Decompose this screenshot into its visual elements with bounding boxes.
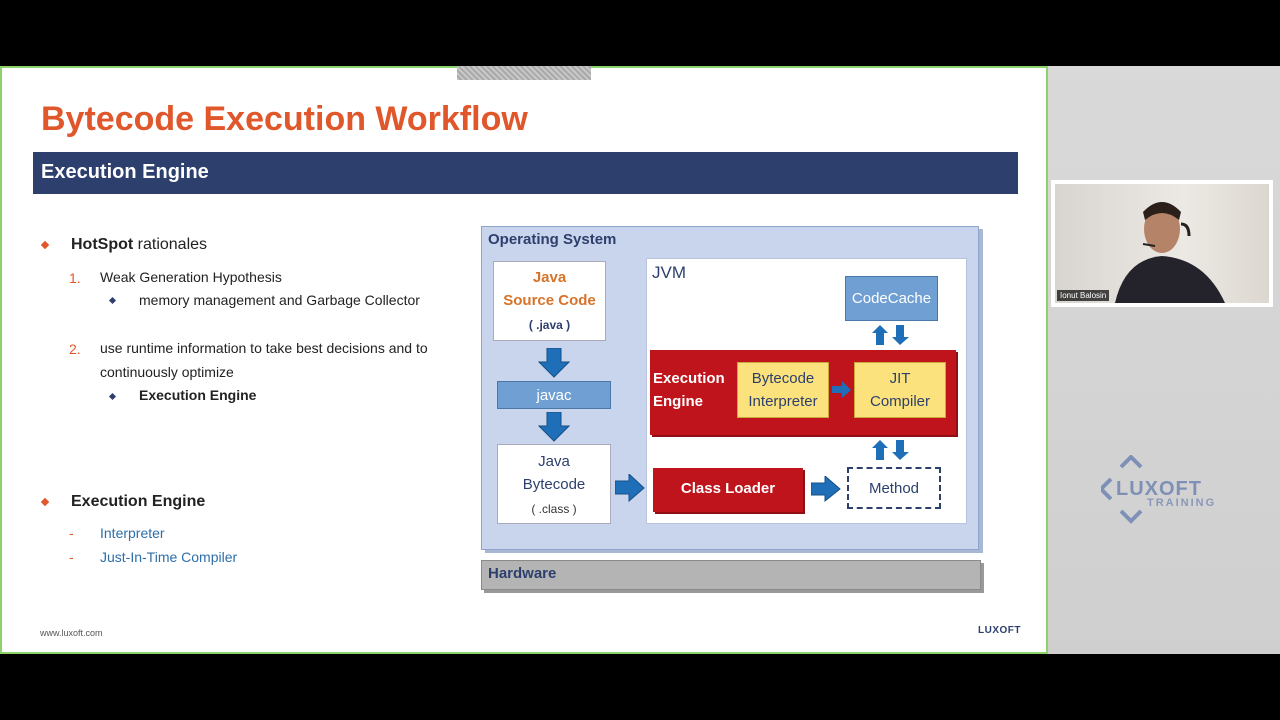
arrow-down-icon [538, 412, 570, 442]
bytecode-interpreter-box: Bytecode Interpreter [737, 362, 829, 418]
webcam-video: Ionut Balosin [1055, 184, 1269, 303]
hardware-label: Hardware [488, 565, 557, 582]
jit-line1: JIT [889, 370, 911, 387]
codecache-label: CodeCache [851, 290, 932, 307]
bottom-letterbox [0, 654, 1280, 720]
sub-item-memory: memory management and Garbage Collector [139, 292, 420, 308]
top-letterbox [0, 0, 1280, 66]
java-source-ext: ( .java ) [528, 318, 571, 332]
method-label: Method [868, 480, 920, 497]
section-header-label: Execution Engine [41, 161, 209, 183]
side-panel [1048, 66, 1280, 654]
arrow-down-icon [538, 348, 570, 378]
item-jit-compiler: Just-In-Time Compiler [100, 549, 238, 565]
bidirectional-arrow-icon [872, 440, 909, 460]
bullet-hotspot-rest: rationales [137, 236, 208, 253]
execution-engine-line1: Execution [653, 370, 725, 387]
execution-engine-line2: Engine [653, 393, 704, 410]
list-number: 2. [69, 341, 81, 357]
watermark-sub: TRAINING [1147, 497, 1217, 509]
slide-title: Bytecode Execution Workflow [41, 100, 528, 138]
dash-marker: - [69, 525, 74, 541]
method-box: Method [847, 467, 941, 509]
webcam-tile[interactable]: Ionut Balosin [1051, 180, 1273, 307]
hardware-box [481, 560, 981, 590]
screen-share-grip-handle[interactable] [457, 66, 591, 80]
codecache-box: CodeCache [845, 276, 938, 321]
section-header: Execution Engine [33, 152, 1018, 194]
presenter-silhouette-icon [1115, 202, 1225, 303]
watermark-brand: LUXOFT [1116, 478, 1202, 500]
class-loader-box: Class Loader [653, 468, 803, 512]
java-bytecode-line1: Java [538, 453, 570, 470]
javac-label: javac [536, 387, 572, 404]
operating-system-label: Operating System [488, 231, 617, 248]
arrow-right-icon [615, 474, 645, 502]
list-item-weak-generation: Weak Generation Hypothesis [100, 269, 282, 285]
footer-url: www.luxoft.com [40, 628, 103, 638]
sub-item-execution-engine: Execution Engine [139, 387, 257, 403]
list-item-runtime-line1: use runtime information to take best dec… [100, 340, 428, 356]
java-source-line1: Java [532, 269, 567, 286]
item-interpreter: Interpreter [100, 525, 165, 541]
bullet-hotspot: HotSpot rationales [71, 236, 207, 254]
interpreter-line2: Interpreter [748, 393, 818, 410]
list-number: 1. [69, 270, 81, 286]
jit-line2: Compiler [869, 393, 930, 410]
bidirectional-arrow-icon [872, 325, 909, 345]
footer-logo: LUXOFT [978, 625, 1021, 636]
jvm-label: JVM [652, 263, 686, 282]
java-bytecode-box: Java Bytecode ( .class ) [497, 444, 611, 524]
java-bytecode-line2: Bytecode [522, 476, 586, 493]
java-bytecode-ext: ( .class ) [531, 502, 577, 516]
javac-box: javac [497, 381, 611, 409]
arrow-right-icon [811, 476, 841, 502]
arrow-right-icon [832, 381, 851, 398]
interpreter-line1: Bytecode [751, 370, 815, 387]
jit-compiler-box: JIT Compiler [854, 362, 946, 418]
webcam-name-label: Ionut Balosin [1057, 290, 1110, 301]
list-item-runtime-line2: continuously optimize [100, 364, 234, 380]
luxoft-watermark-icon [1101, 455, 1143, 524]
bullet-execution-engine: Execution Engine [71, 493, 206, 510]
bullet-hotspot-bold: HotSpot [71, 236, 134, 253]
java-source-box: Java Source Code ( .java ) [493, 261, 606, 341]
java-source-line2: Source Code [503, 292, 596, 309]
class-loader-label: Class Loader [680, 480, 776, 497]
dash-marker: - [69, 549, 74, 565]
